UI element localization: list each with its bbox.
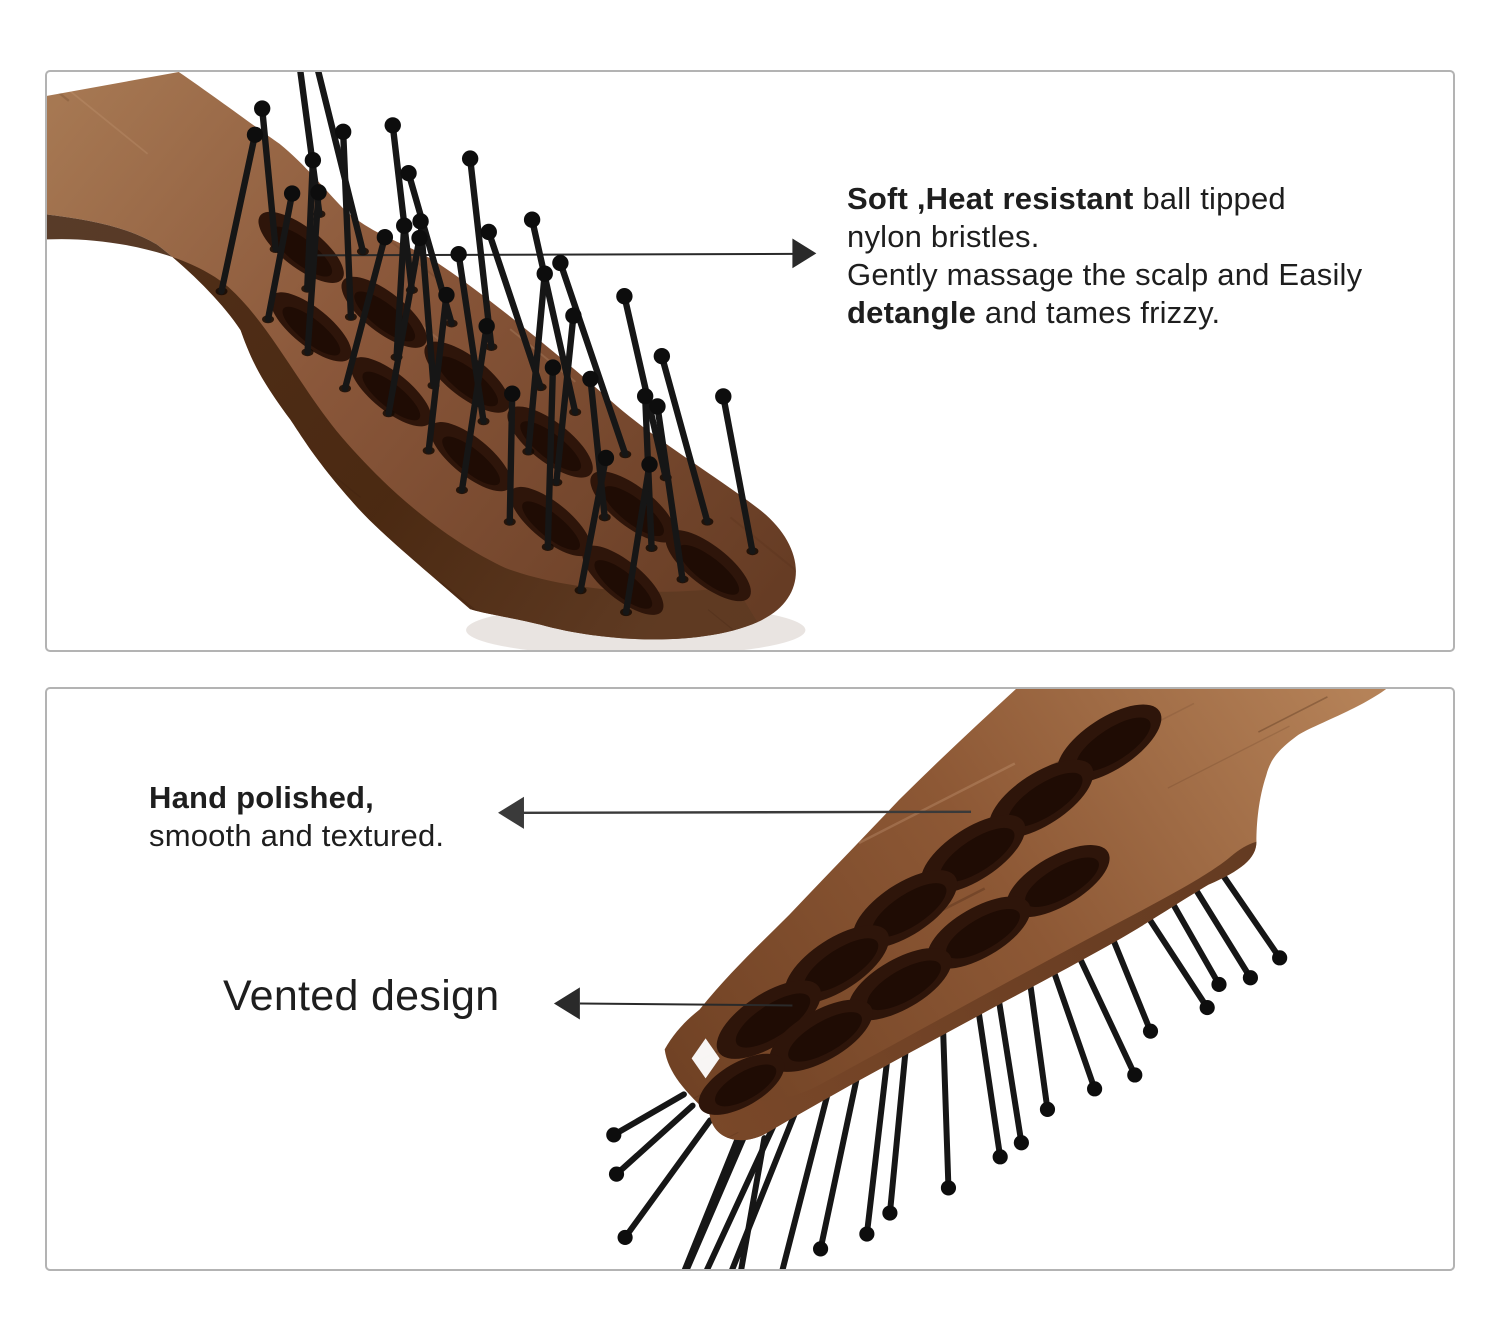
bristle	[458, 318, 495, 494]
bristle	[738, 1135, 768, 1269]
bottom-panel: Hand polished, smooth and textured. Vent…	[45, 687, 1455, 1271]
callout-line-1: Soft ,Heat resistant ball tipped	[847, 181, 1286, 216]
bristle	[264, 185, 301, 323]
bristle	[544, 359, 562, 551]
vent-slot	[1006, 845, 1110, 918]
bristle-field	[215, 72, 759, 617]
bristle	[1218, 870, 1288, 966]
brush-side-face	[47, 214, 758, 640]
bristle	[1106, 926, 1159, 1039]
bristle	[1191, 883, 1258, 986]
bristle	[553, 307, 582, 486]
bristle	[304, 152, 322, 292]
bristle	[617, 1117, 714, 1246]
bristle	[729, 1098, 803, 1269]
bristle	[779, 1075, 835, 1269]
bristle	[304, 184, 327, 356]
bristle	[393, 217, 413, 361]
bristle	[606, 1091, 687, 1143]
bristle	[939, 1020, 957, 1196]
bristle	[994, 991, 1029, 1151]
top-panel: Soft ,Heat resistant ball tipped nylon b…	[45, 70, 1455, 652]
bristle-field	[606, 870, 1288, 1269]
bristle	[1026, 975, 1056, 1117]
brush-front-photo	[47, 72, 817, 650]
vent-slot	[698, 1053, 785, 1115]
bristle	[385, 229, 428, 417]
bristle	[1048, 962, 1103, 1097]
bristle	[504, 385, 521, 525]
bristle	[315, 72, 367, 255]
bristle	[859, 1045, 892, 1242]
bristle	[1072, 946, 1143, 1083]
bristle	[653, 347, 711, 525]
bristle	[649, 398, 686, 583]
bristle	[608, 1102, 696, 1182]
bristle	[412, 213, 437, 389]
bristle	[425, 286, 455, 454]
bristle	[1142, 910, 1215, 1016]
vent-slot	[716, 980, 822, 1059]
bristle	[812, 1063, 863, 1257]
vent-slot	[430, 422, 512, 492]
vent-slot	[424, 341, 510, 413]
callout-line-2: nylon bristles.	[847, 219, 1040, 254]
hand-polished-callout-arrow	[498, 796, 972, 829]
bristle	[715, 388, 756, 555]
bristle	[334, 123, 355, 321]
bristle-callout-arrow	[307, 238, 817, 269]
hand-polished-callout-text: Hand polished, smooth and textured.	[149, 779, 444, 855]
bristle	[974, 998, 1008, 1165]
bristle	[582, 370, 608, 521]
bristle-callout-text: Soft ,Heat resistant ball tipped nylon b…	[847, 180, 1362, 332]
vent-slot	[665, 530, 751, 602]
vent-slot	[927, 896, 1031, 969]
callout-line-4: detangle and tames frizzy.	[847, 295, 1221, 330]
vent-slot	[769, 999, 873, 1072]
vent-slot	[582, 545, 664, 615]
bristle	[461, 150, 495, 351]
brush-side-face	[709, 841, 1257, 1141]
bristle	[1164, 891, 1227, 993]
callout-line-2: smooth and textured.	[149, 818, 445, 853]
bristle	[577, 449, 615, 594]
vent-slot	[848, 948, 952, 1021]
vented-design-callout-arrow	[553, 987, 793, 1020]
bristle	[384, 117, 416, 294]
bristle	[622, 456, 658, 616]
highlight-glint	[691, 1038, 720, 1079]
brush-back-photo	[498, 689, 1387, 1269]
bristle	[681, 1132, 742, 1269]
bristle	[552, 254, 629, 458]
bristle	[882, 1032, 911, 1221]
bristle	[480, 223, 544, 391]
bristle	[253, 100, 279, 253]
bristle	[616, 288, 669, 481]
bristle	[218, 126, 264, 295]
vented-design-label: Vented design	[223, 972, 500, 1020]
bristle	[341, 229, 394, 392]
callout-line-3: Gently massage the scalp and Easily	[847, 257, 1363, 292]
bristle	[525, 265, 553, 455]
callout-line-1: Hand polished,	[149, 780, 374, 815]
